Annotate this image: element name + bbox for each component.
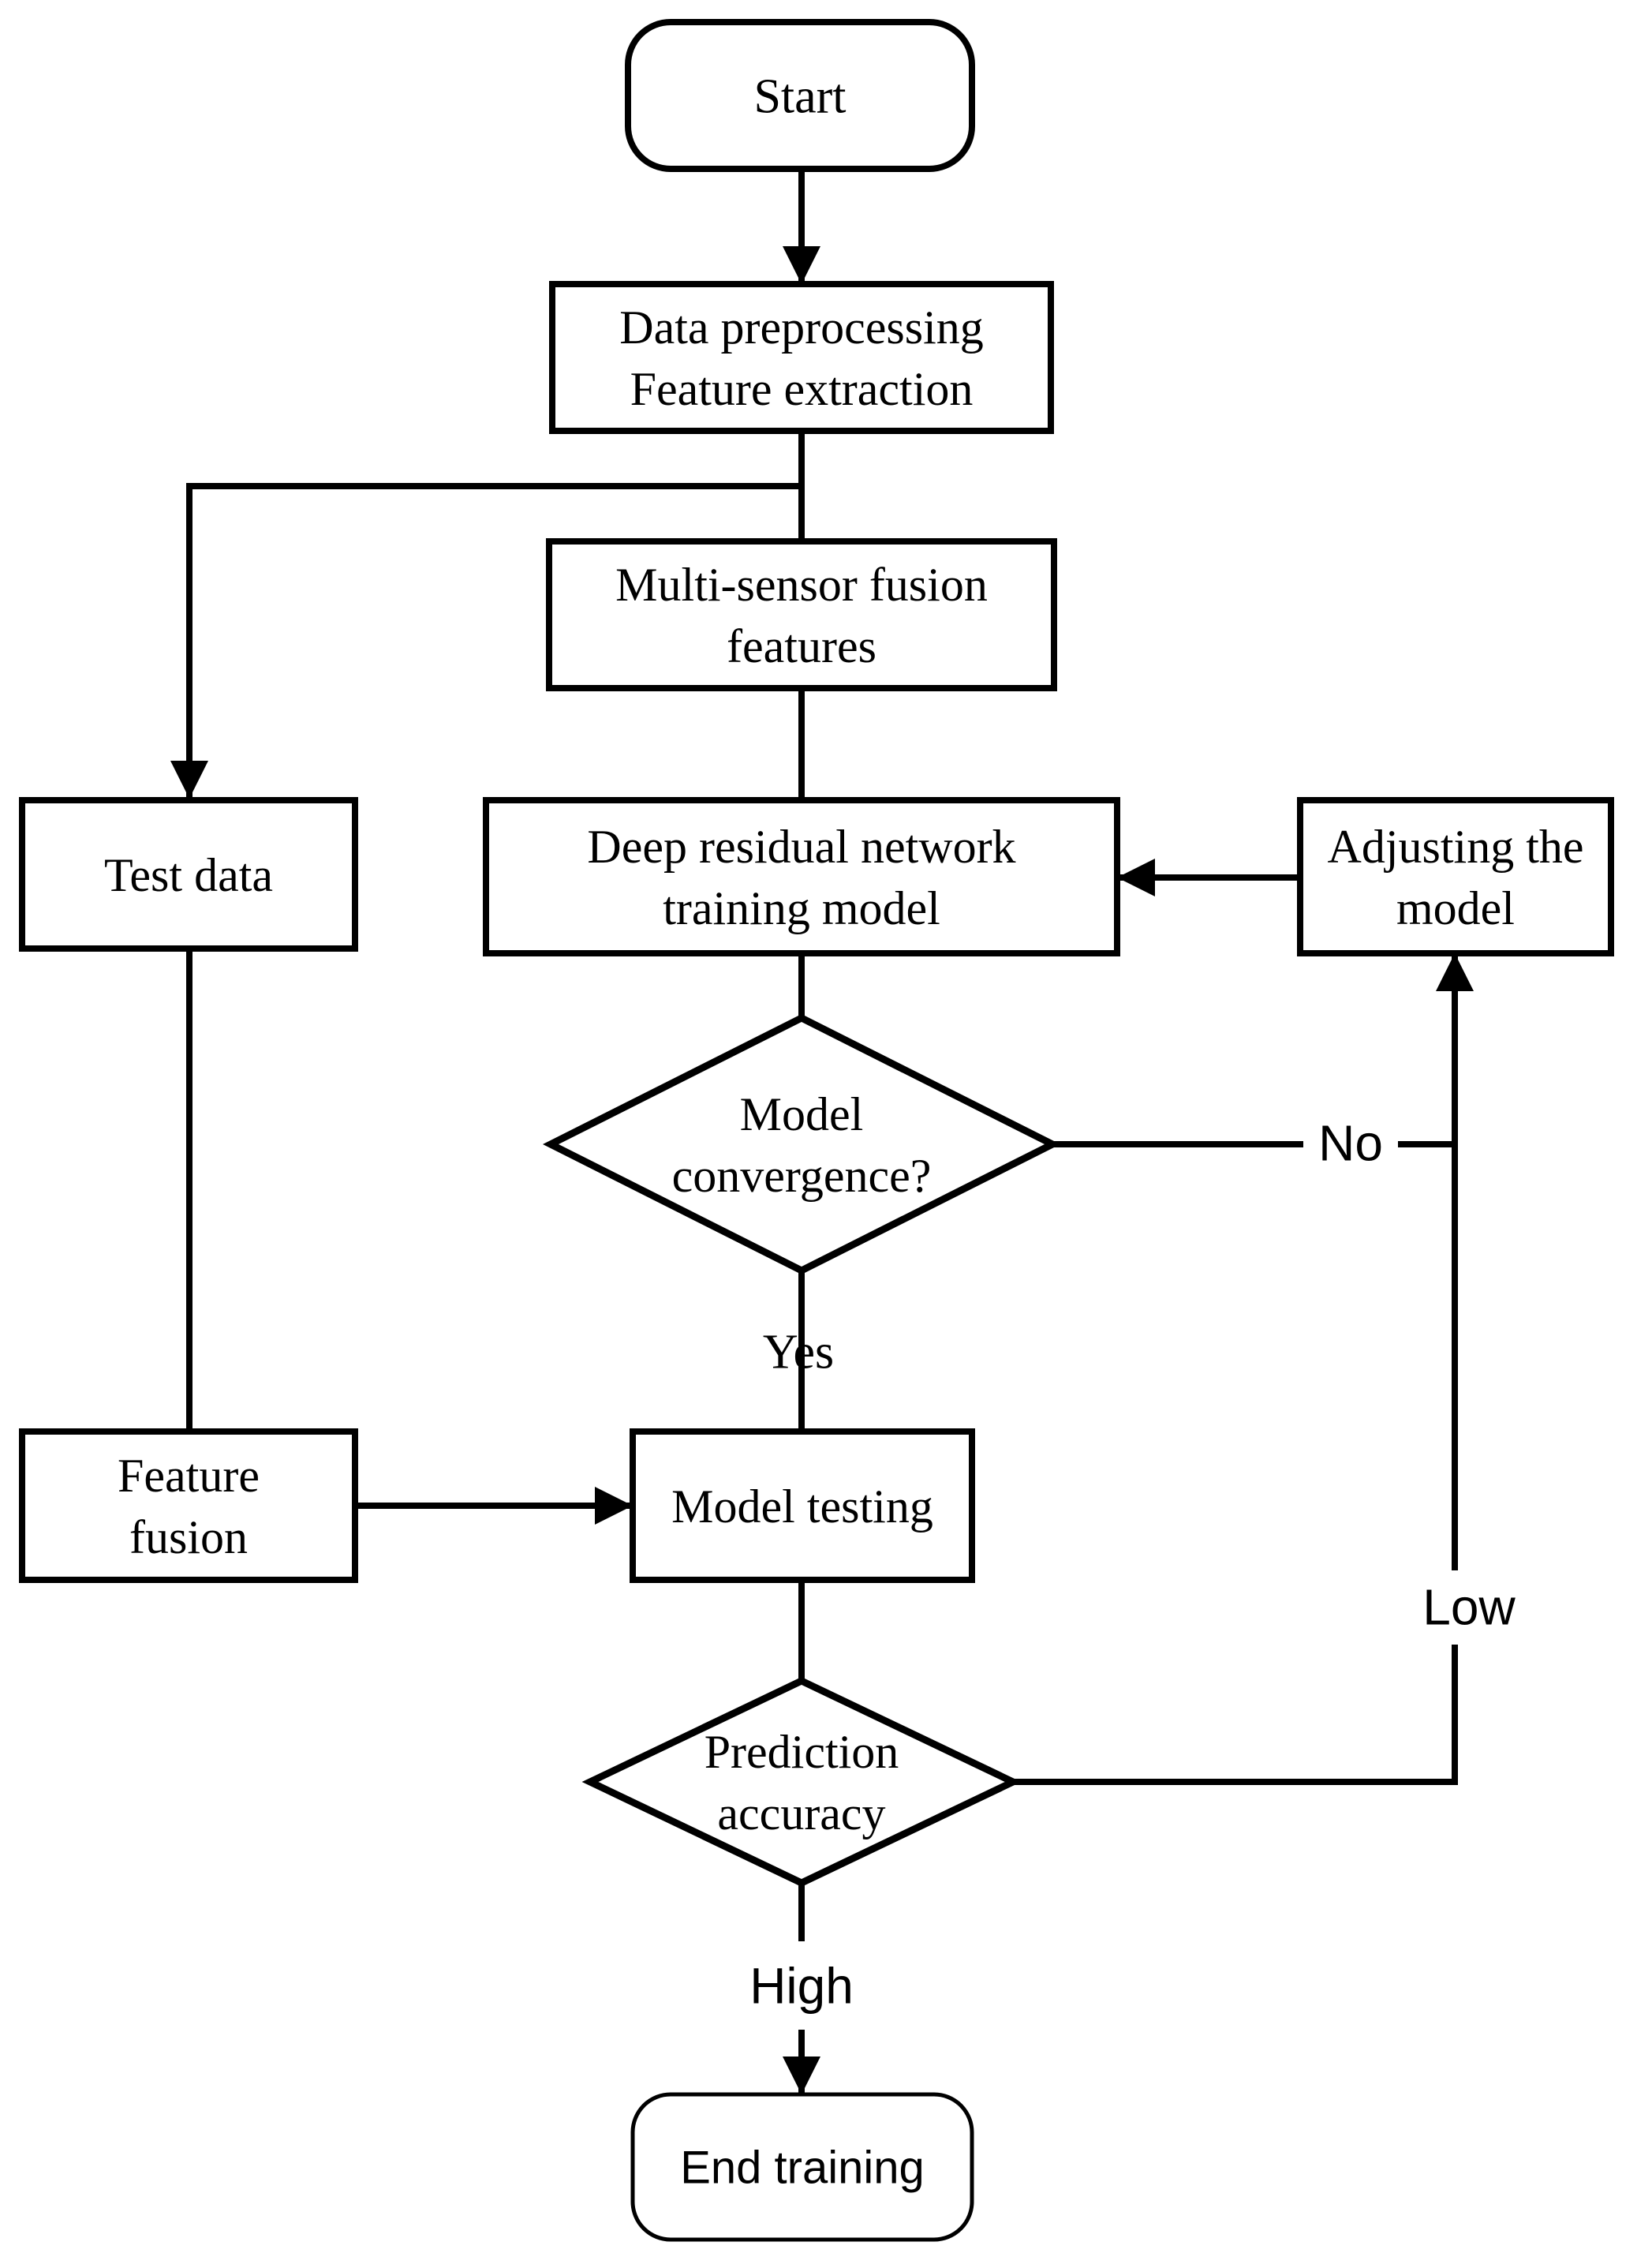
edge-label-yes: Yes bbox=[763, 1326, 834, 1379]
edge-adjust-to-deep-residual bbox=[1117, 859, 1300, 896]
edges-layer bbox=[170, 169, 1474, 2094]
edge-right-riser-to-adjust bbox=[1436, 953, 1474, 1570]
node-deep-residual-training-shape bbox=[483, 797, 1120, 956]
node-multi-sensor-fusion-shape bbox=[546, 538, 1057, 691]
node-end-training: End training bbox=[630, 2092, 974, 2242]
edge-start-to-preprocessing bbox=[783, 169, 820, 284]
edge-right-riser-to-adjust-arrowhead bbox=[1436, 953, 1474, 991]
node-test-data-shape bbox=[19, 797, 358, 952]
edge-branch-to-test-data-line bbox=[186, 483, 802, 799]
node-adjusting-model-shape bbox=[1297, 797, 1614, 956]
node-start-label: Start bbox=[753, 70, 846, 124]
edge-label-low: Low bbox=[1422, 1578, 1516, 1635]
edge-prediction-high-lower bbox=[783, 2030, 820, 2094]
node-model-testing-shape bbox=[630, 1428, 975, 1583]
node-model-testing: Model testing bbox=[630, 1428, 975, 1583]
node-prediction-accuracy-shape bbox=[581, 1677, 1022, 1887]
edge-adjust-to-deep-residual-arrowhead bbox=[1117, 859, 1155, 896]
edge-feature-fusion-to-testing bbox=[355, 1487, 633, 1525]
edge-feature-fusion-to-testing-arrowhead bbox=[595, 1487, 633, 1525]
node-feature-fusion-shape bbox=[19, 1428, 358, 1583]
edge-prediction-high-lower-arrowhead bbox=[783, 2057, 820, 2094]
edge-start-to-preprocessing-arrowhead bbox=[783, 246, 820, 284]
node-model-testing-label: Model testing bbox=[671, 1480, 933, 1533]
edge-branch-to-test-data bbox=[170, 483, 802, 799]
node-start-shape bbox=[625, 19, 975, 172]
node-data-preprocessing-shape bbox=[549, 281, 1054, 434]
node-test-data: Test data bbox=[19, 797, 358, 952]
node-end-training-label: End training bbox=[680, 2142, 925, 2193]
node-start: Start bbox=[625, 19, 975, 172]
node-end-training-shape bbox=[630, 2092, 974, 2242]
node-test-data-label: Test data bbox=[104, 849, 273, 901]
edge-branch-to-test-data-arrowhead bbox=[170, 761, 208, 799]
node-model-convergence-shape bbox=[542, 1013, 1061, 1275]
edge-prediction-low-corner bbox=[1015, 1645, 1458, 1785]
edge-prediction-low-corner-line bbox=[1015, 1645, 1458, 1785]
edge-label-high: High bbox=[749, 1957, 854, 2014]
edge-label-no: No bbox=[1318, 1114, 1383, 1171]
